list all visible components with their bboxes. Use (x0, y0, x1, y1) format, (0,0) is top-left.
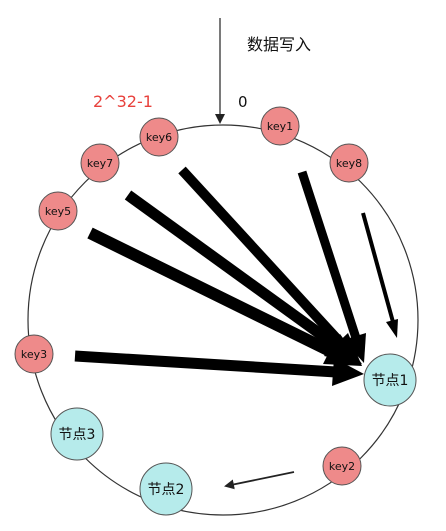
key-key6: key6 (139, 117, 179, 157)
arrow-key3-to-node1 (74, 350, 364, 386)
key-label: key5 (45, 205, 71, 218)
key-key1: key1 (260, 106, 300, 146)
data-write-label: 数据写入 (247, 35, 311, 54)
arrow-key1-to-node1 (297, 170, 366, 363)
key-label: key8 (336, 157, 362, 170)
arrow-key2-to-node2 (224, 471, 295, 490)
mapping-arrows (74, 166, 398, 386)
key-key5: key5 (38, 191, 78, 231)
ring-max-label: 2^32-1 (93, 92, 153, 111)
node-node1: 节点1 (363, 353, 417, 407)
arrow-key7-to-node1 (124, 190, 362, 364)
ring-zero-label: 0 (238, 93, 248, 111)
hash-ring (27, 124, 419, 516)
node-node2: 节点2 (139, 462, 193, 516)
key-key7: key7 (80, 143, 120, 183)
key-label: key7 (87, 157, 113, 170)
key-label: key3 (21, 348, 47, 361)
key-key2: key2 (322, 446, 362, 486)
arrow-key8-to-node1 (361, 212, 398, 338)
node-label: 节点1 (372, 373, 409, 389)
key-key3: key3 (14, 334, 54, 374)
key-label: key6 (146, 131, 172, 144)
key-label: key2 (329, 460, 355, 473)
node-node3: 节点3 (50, 407, 104, 461)
key-key8: key8 (329, 143, 369, 183)
node-label: 节点2 (148, 482, 185, 498)
key-label: key1 (267, 120, 293, 133)
node-label: 节点3 (59, 427, 96, 443)
arrow-key5-to-node1 (87, 227, 362, 366)
